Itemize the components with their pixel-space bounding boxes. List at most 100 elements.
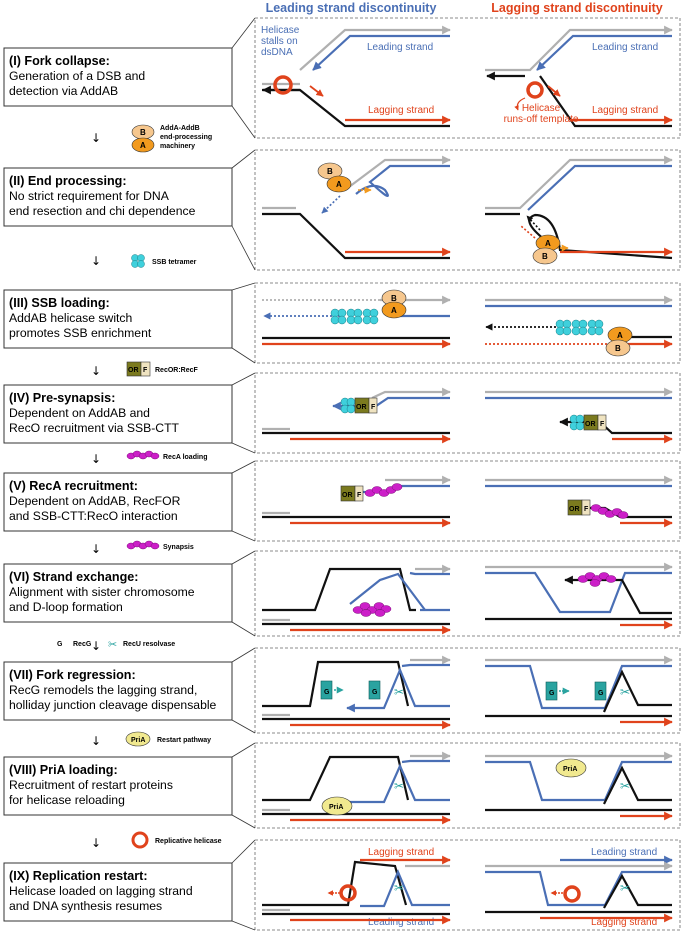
reca-filament (352, 602, 392, 617)
stage-texts: (I) Fork collapse: Generation of a DSB a… (9, 54, 217, 913)
recor-letter: OR (128, 367, 139, 374)
addb-letter: B (391, 294, 397, 303)
blue-return (350, 763, 450, 804)
dotted-blue-resection (321, 195, 341, 214)
recf-letter: F (357, 492, 362, 499)
transition-2-label: SSB tetramer (152, 259, 197, 266)
replicative-helicase (563, 885, 581, 903)
transition-2: ↓ SSB tetramer (91, 254, 197, 268)
transition-3-label: RecOR:RecF (155, 367, 199, 374)
black-inner (603, 765, 672, 805)
recor-letter: OR (356, 404, 367, 411)
blue-top (485, 664, 672, 710)
recf-icon (140, 361, 151, 377)
helicase-runs-off-line-2: runs-off template (504, 114, 579, 125)
blue-top (401, 759, 450, 764)
black-inner (602, 669, 672, 713)
blue-top (485, 870, 672, 907)
transition-6-label: RecG (73, 641, 92, 648)
helicase-icon (526, 81, 544, 99)
addb-protein (532, 247, 558, 265)
panel-8-lagging (485, 751, 673, 821)
panel-2-leading (262, 155, 451, 260)
ssb-tetramer-icon (131, 254, 145, 268)
stage-7-desc-2: holliday junction cleavage dispensable (9, 698, 217, 712)
pria-icon (125, 731, 151, 747)
leading-strand (332, 396, 450, 411)
reca-filament-icon (126, 450, 160, 460)
stage-8-desc-1: Recruitment of restart proteins (9, 778, 173, 792)
reca-filament (590, 504, 629, 519)
leading-strand (312, 34, 450, 71)
stage-7-desc-1: RecG remodels the lagging strand, (9, 683, 197, 697)
blue-return (346, 667, 450, 713)
stage-2-desc-1: No strict requirement for DNA (9, 189, 170, 203)
down-arrow-icon: ↓ (91, 452, 101, 466)
down-arrow-icon: ↓ (91, 254, 101, 268)
recg-letter: G (324, 689, 330, 696)
down-arrow-icon: ↓ (91, 364, 101, 378)
ssb-cluster (555, 319, 604, 336)
ssb-cluster (330, 308, 379, 325)
blue-top (401, 663, 450, 668)
recf-protein (354, 485, 364, 502)
transition-5: ↓ Synapsis (91, 540, 194, 556)
lagging-strand-label: Lagging strand (592, 105, 658, 116)
stage-6-title: (VI) Strand exchange: (9, 570, 138, 584)
stage-4-desc-2: RecO recruitment via SSB-CTT (9, 421, 180, 435)
helicase-motion-arrow (547, 85, 561, 97)
stage-boxes (3, 47, 233, 922)
transition-1-label-1: AddA-AddB (160, 125, 200, 132)
dotted-red-resection (520, 225, 536, 239)
stage-5-desc-2: and SSB-CTT:RecO interaction (9, 509, 178, 523)
recf-letter: F (600, 421, 605, 428)
recg-letter: G (549, 690, 555, 697)
recor-letter: OR (342, 492, 353, 499)
runoff-curved-arrow (514, 97, 526, 111)
diagram-panels (254, 17, 681, 931)
stage-3-desc-1: AddAB helicase switch (9, 311, 132, 325)
panel-9-leading (262, 855, 451, 925)
scissors-icon: ✂ (620, 881, 630, 895)
down-arrow-icon: ↓ (91, 131, 101, 145)
recg-protein (594, 681, 607, 701)
stage-9-title: (IX) Replication restart: (9, 869, 148, 883)
panel-9-lagging (485, 855, 673, 923)
reca-filament-icon (126, 540, 160, 550)
helicase-stalls-line-3: dsDNA (261, 47, 293, 58)
recf-protein (368, 397, 378, 414)
stage-3-desc-2: promotes SSB enrichment (9, 326, 152, 340)
panel-2-lagging (485, 155, 673, 260)
panel-4-lagging (485, 387, 673, 444)
pria-letter: PriA (131, 737, 145, 744)
stage-5-desc-1: Dependent on AddAB, RecFOR (9, 494, 181, 508)
ssb-cluster (569, 414, 585, 431)
recf-letter: F (143, 367, 148, 374)
recor-letter: OR (585, 421, 596, 428)
addb-letter: B (140, 128, 146, 137)
adda-letter: A (545, 239, 551, 248)
scissors-icon: ✂ (108, 638, 117, 651)
addb-protein (605, 339, 631, 357)
reca-filament (577, 572, 617, 587)
panel-3-lagging (485, 295, 673, 349)
blue-strand-top (485, 571, 672, 614)
leading-strand-label: Leading strand (591, 847, 657, 858)
lagging-strand-label: Lagging strand (368, 847, 434, 858)
stage-9-desc-1: Helicase loaded on lagging strand (9, 884, 193, 898)
transition-1-label-2: end-processing (160, 134, 212, 141)
stage-6-desc-1: Alignment with sister chromosome (9, 585, 195, 599)
recf-letter: F (584, 506, 589, 513)
reca-filament (364, 483, 403, 497)
lagging-strand-label: Lagging strand (368, 105, 434, 116)
panel-1-leading (262, 25, 451, 128)
helicase-runs-off-line-1: Helicase (522, 103, 561, 114)
transition-6-label-2: RecU resolvase (123, 641, 175, 648)
addb-letter: B (615, 344, 621, 353)
down-arrow-icon: ↓ (91, 542, 101, 556)
stage-2-title: (II) End processing: (9, 174, 127, 188)
down-arrow-icon: ↓ (91, 734, 101, 748)
adda-protein (381, 301, 407, 319)
recg-letter: G (57, 641, 63, 648)
replicative-helicase-icon (131, 831, 149, 849)
